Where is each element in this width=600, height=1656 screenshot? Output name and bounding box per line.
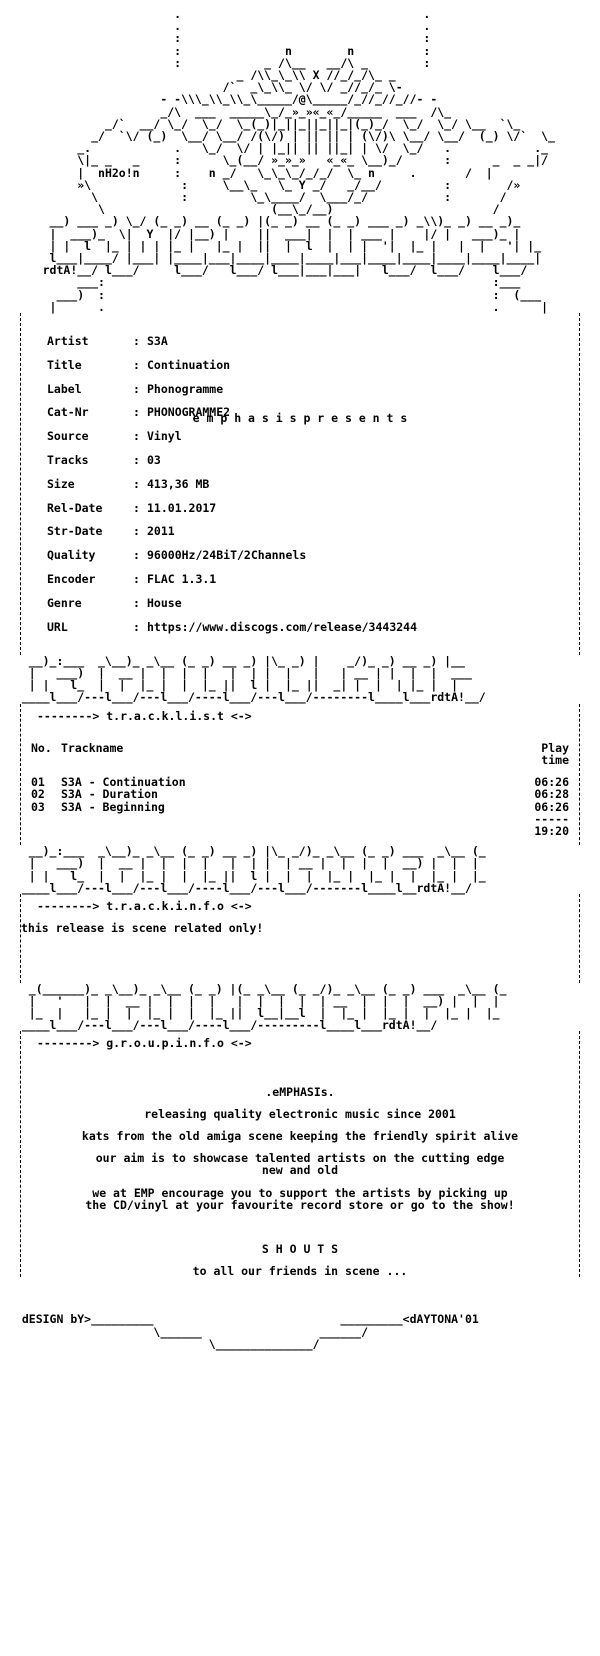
release-key: Label bbox=[47, 381, 82, 396]
release-separator: : bbox=[133, 619, 140, 634]
release-key: Artist bbox=[47, 334, 89, 349]
col-header-trackname: Trackname bbox=[61, 740, 124, 755]
tracklist-section-label: --------> t.r.a.c.k.l.i.s.t <-> bbox=[37, 708, 252, 723]
release-separator: : bbox=[133, 381, 140, 396]
release-key: Source bbox=[47, 429, 89, 444]
col-header-no: No. bbox=[31, 740, 52, 755]
ascii-logo-top: . . . . : : : bbox=[77, 7, 555, 217]
release-value: 11.01.2017 bbox=[147, 500, 217, 515]
release-value: 413,36 MB bbox=[147, 476, 210, 491]
track-name: S3A - Continuation bbox=[61, 775, 186, 790]
ascii-banner-tracklist: __)_:___ _\__)_ _\__ (_ _) __ _) |\_ _) … bbox=[21, 653, 486, 705]
release-separator: : bbox=[133, 595, 140, 610]
ascii-banner-groupinfo: _(______)_ _\__)_ _\__ (_ _) |(_ _\__ (_… bbox=[21, 981, 507, 1033]
release-key: Quality bbox=[47, 548, 96, 563]
release-value: House bbox=[147, 595, 182, 610]
release-key: Tracks bbox=[47, 453, 89, 468]
shouts-text: to all our friends in scene ... bbox=[192, 1264, 408, 1279]
nfo-document: . . . . : : : bbox=[8, 8, 592, 1350]
release-separator: : bbox=[133, 357, 140, 372]
track-time: 06:26 bbox=[534, 799, 569, 814]
groupinfo-section-label: --------> g.r.o.u.p.i.n.f.o <-> bbox=[37, 1036, 252, 1051]
track-number: 01 bbox=[31, 775, 45, 790]
shouts-title: S H O U T S bbox=[261, 1241, 339, 1256]
release-separator: : bbox=[133, 524, 140, 539]
track-number: 03 bbox=[31, 799, 45, 814]
groupinfo-panel: --------> g.r.o.u.p.i.n.f.o <-> .eMPHASI… bbox=[20, 1031, 580, 1277]
track-row: 01 S3A - Continuation 06:26 bbox=[21, 776, 579, 788]
release-key: Rel-Date bbox=[47, 500, 103, 515]
group-name: .eMPHASIs. bbox=[265, 1084, 335, 1099]
track-number: 02 bbox=[31, 787, 45, 802]
release-value: https://www.discogs.com/release/3443244 bbox=[147, 619, 418, 634]
release-separator: : bbox=[133, 572, 140, 587]
release-separator: : bbox=[133, 334, 140, 349]
track-name: S3A - Beginning bbox=[61, 799, 165, 814]
tracklist-total: 19:20 bbox=[534, 824, 569, 839]
release-separator: : bbox=[133, 453, 140, 468]
tracklist-panel: --------> t.r.a.c.k.l.i.s.t <-> No. Trac… bbox=[20, 703, 580, 846]
release-key: Size bbox=[47, 476, 75, 491]
group-description: releasing quality electronic music since… bbox=[21, 1108, 579, 1211]
release-value: PHONOGRAMME2 bbox=[147, 405, 231, 420]
release-value: 96000Hz/24BiT/2Channels bbox=[147, 548, 307, 563]
ascii-banner-emphasis: __) ___ _) \_/ (_ _) __ (_ _) |(_ _) __ … bbox=[42, 214, 542, 278]
group-line: releasing quality electronic music since… bbox=[144, 1106, 456, 1121]
release-value: FLAC 1.3.1 bbox=[147, 572, 217, 587]
ascii-banner-trackinfo: __)_:___ _\__)_ _\__ (_ _) __ _) |\_ _/)… bbox=[21, 844, 486, 895]
release-key: URL bbox=[47, 619, 68, 634]
trackinfo-panel: --------> t.r.a.c.k.i.n.f.o <-> this rel… bbox=[20, 894, 580, 983]
group-line: our aim is to showcase talented artists … bbox=[95, 1151, 505, 1178]
group-line: we at EMP encourage you to support the a… bbox=[85, 1185, 515, 1212]
ascii-frame-top: ___: :___ ___) : : (___ | . bbox=[49, 275, 549, 314]
tagline: e m p h a s i s p r e s e n t s bbox=[192, 411, 408, 425]
tracklist-total-rule: ----- bbox=[534, 811, 569, 826]
release-key: Str-Date bbox=[47, 524, 103, 539]
release-separator: : bbox=[133, 429, 140, 444]
release-value: Continuation bbox=[147, 357, 231, 372]
ascii-credit-tag: nH2o!n bbox=[98, 165, 140, 180]
track-row: 03 S3A - Beginning 06:26 bbox=[21, 799, 579, 814]
design-credit-right: <dAYTONA'01 bbox=[402, 1312, 479, 1327]
track-time: 06:28 bbox=[534, 787, 569, 802]
release-key: Encoder bbox=[47, 572, 96, 587]
track-row: 02 S3A - Duration 06:28 bbox=[21, 788, 579, 800]
release-value: Phonogramme bbox=[147, 381, 224, 396]
release-value: 2011 bbox=[147, 524, 175, 539]
release-key: Cat-Nr bbox=[47, 405, 89, 420]
trackinfo-section-label: --------> t.r.a.c.k.i.n.f.o <-> bbox=[37, 899, 252, 914]
release-separator: : bbox=[133, 548, 140, 563]
release-separator: : bbox=[133, 476, 140, 491]
release-separator: : bbox=[133, 500, 140, 515]
release-value: Vinyl bbox=[147, 429, 182, 444]
release-separator: : bbox=[133, 405, 140, 420]
release-value: 03 bbox=[147, 453, 161, 468]
group-line: kats from the old amiga scene keeping th… bbox=[81, 1128, 519, 1143]
track-time: 06:26 bbox=[534, 775, 569, 790]
ascii-footer: dESIGN bY>_________ _________<dAYTONA'01… bbox=[21, 1312, 479, 1351]
release-key: Genre bbox=[47, 595, 82, 610]
release-key: Title bbox=[47, 357, 82, 372]
track-name: S3A - Duration bbox=[61, 787, 158, 802]
design-credit-left: dESIGN bY> bbox=[21, 1312, 92, 1327]
track-list: 01 S3A - Continuation 06:26 02 S3A - Duratio… bbox=[21, 776, 579, 813]
release-value: S3A bbox=[147, 334, 168, 349]
trackinfo-text: this release is scene related only! bbox=[21, 921, 264, 936]
